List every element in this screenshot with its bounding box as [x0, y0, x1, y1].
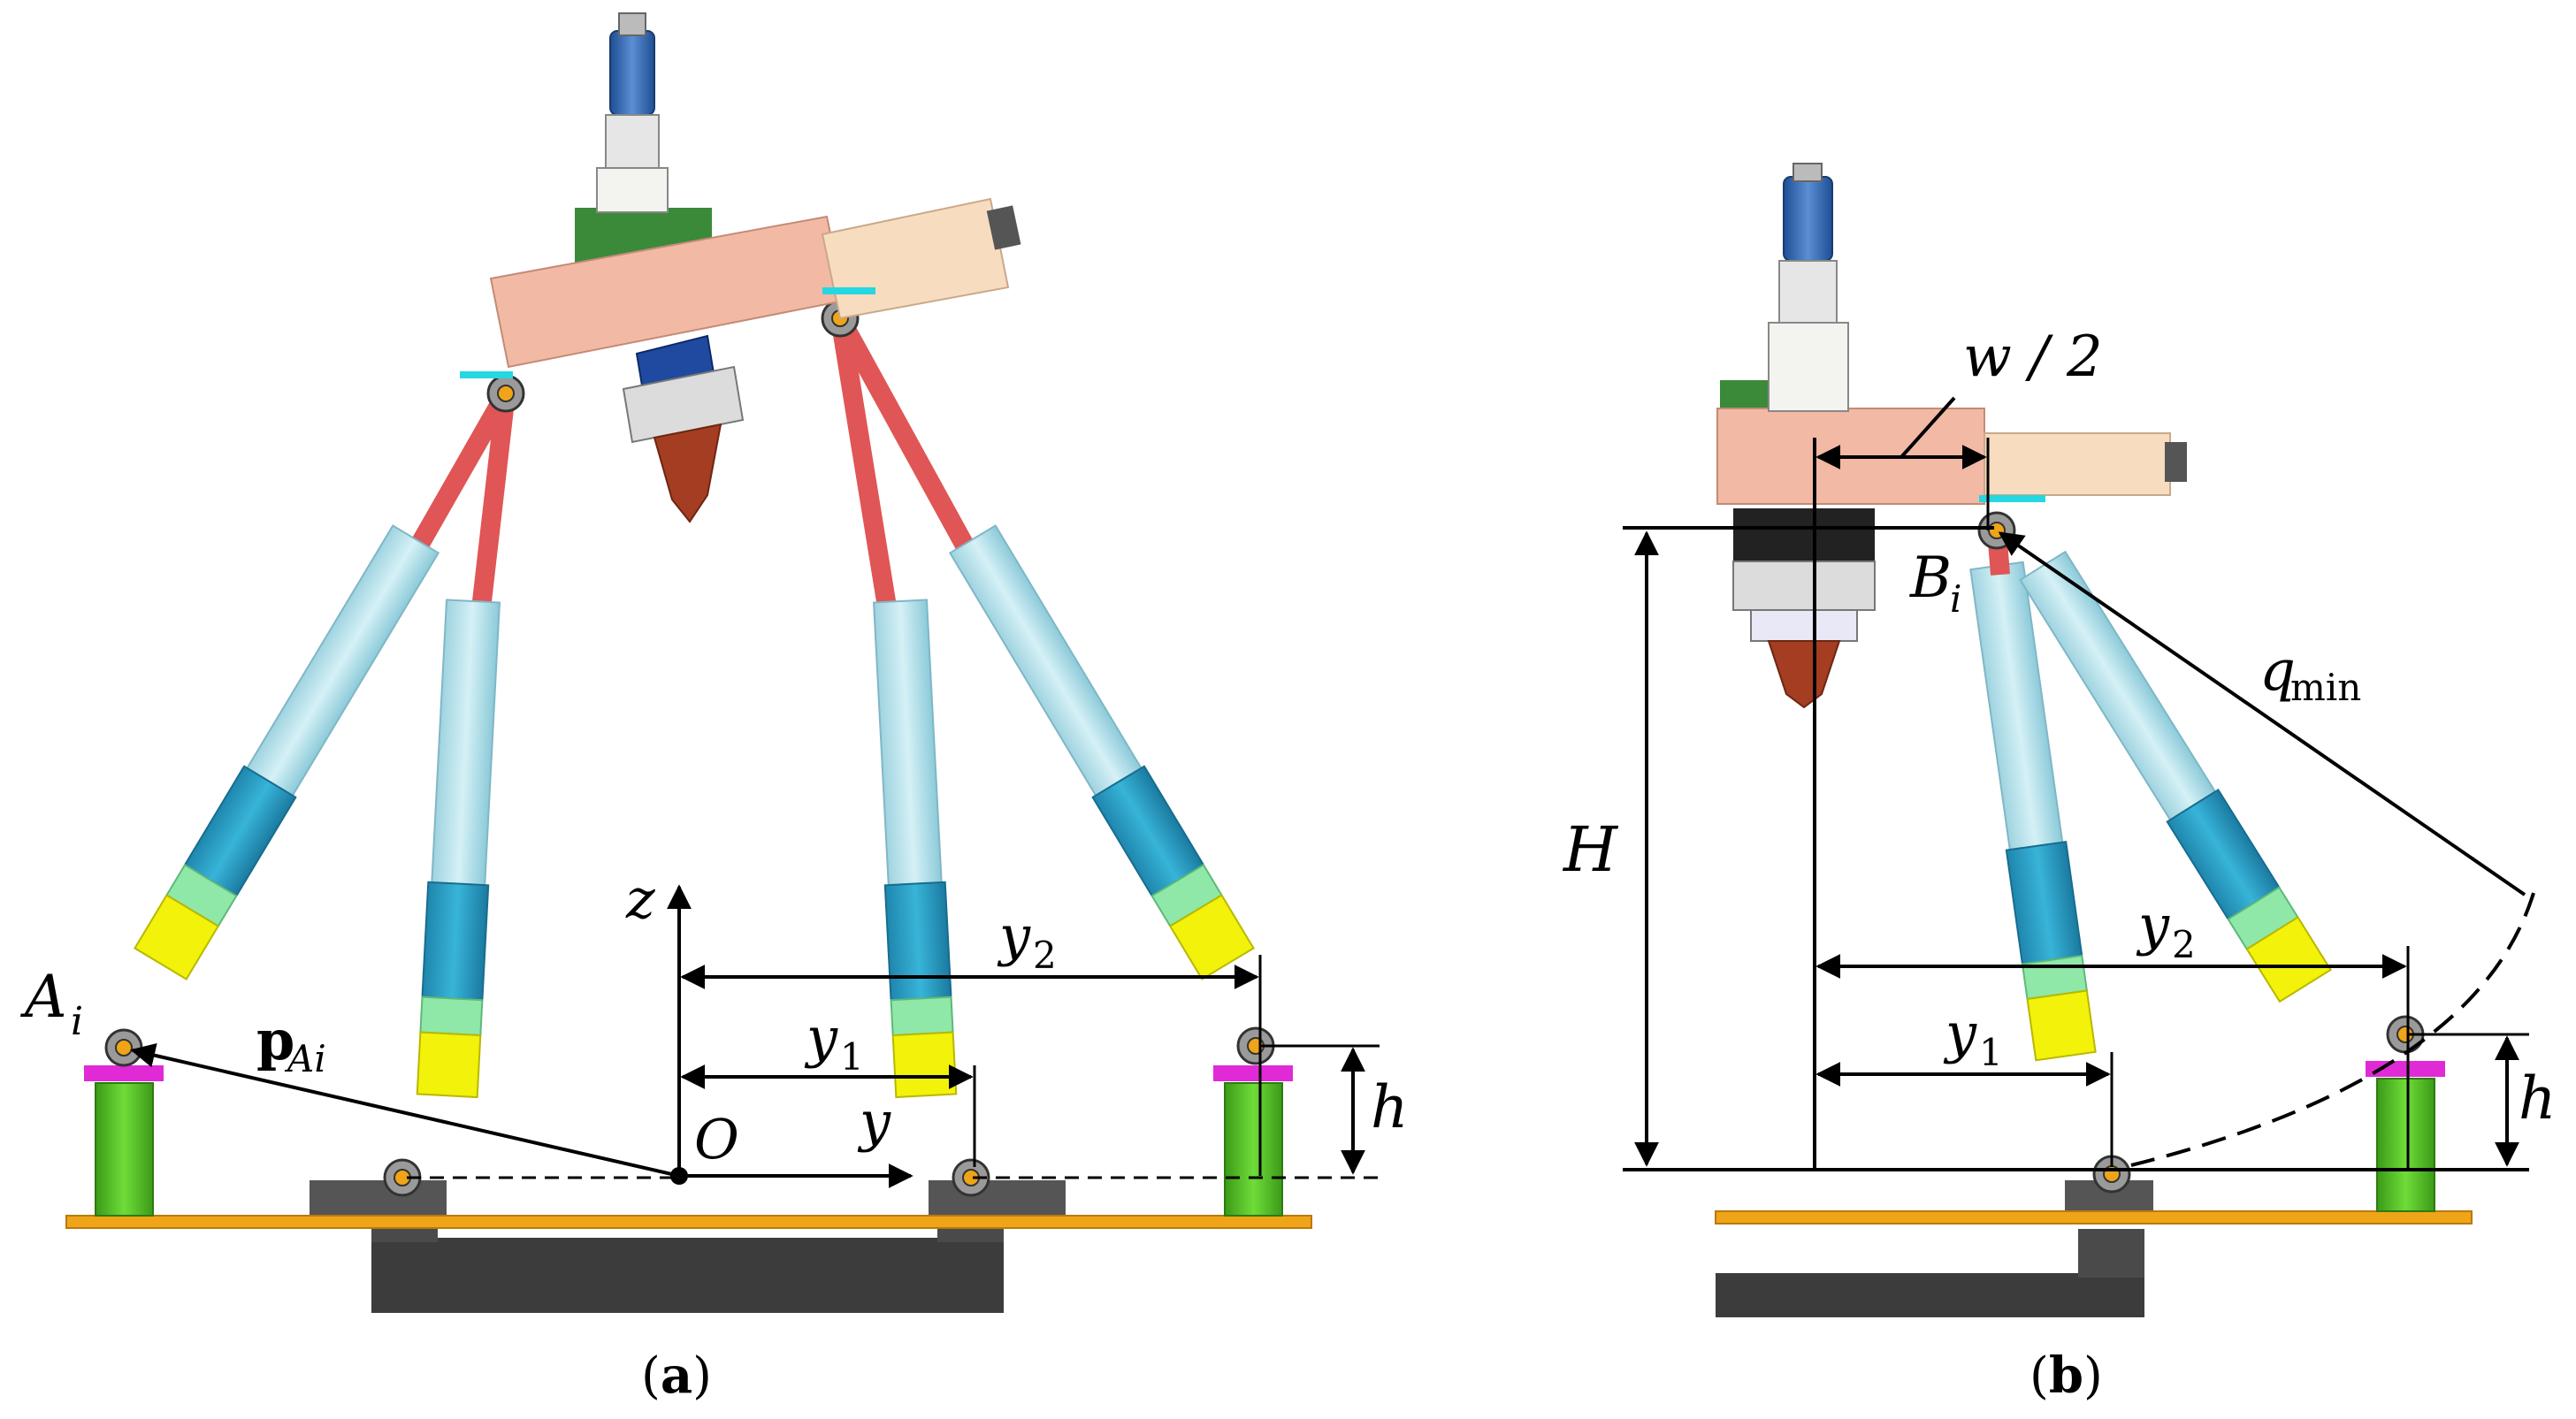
caption-a: (a) [641, 1347, 712, 1405]
svg-text:h: h [2519, 1064, 2557, 1133]
origin-label: O [694, 1107, 739, 1171]
svg-text:1: 1 [1979, 1031, 2003, 1074]
green-post-right-a [1213, 1065, 1293, 1217]
joint-bi-label: B [1909, 545, 1952, 611]
svg-text:y: y [804, 1005, 838, 1070]
svg-text:i: i [1950, 577, 1961, 621]
svg-text:1: 1 [840, 1035, 864, 1079]
svg-text:Ai: Ai [284, 1037, 326, 1080]
svg-text:2: 2 [1033, 934, 1057, 977]
arc-qmin [2130, 892, 2535, 1167]
joint-ai-label: A [19, 963, 67, 1031]
svg-text:y: y [1943, 1001, 1977, 1065]
caption-b: (b) [2029, 1347, 2103, 1405]
base-assembly-a [65, 1180, 1312, 1313]
panel-b: H w / 2 B i q min y 1 y 2 [1562, 163, 2557, 1405]
svg-text:min: min [2290, 666, 2361, 709]
actuators-a [134, 523, 1255, 1099]
svg-text:y: y [2136, 893, 2170, 957]
svg-text:p: p [256, 1008, 294, 1072]
annotations-a: z y O p Ai A i y 1 y 2 [19, 866, 1409, 1188]
y-axis-label: y [857, 1089, 891, 1154]
annotations-b: H w / 2 B i q min y 1 y 2 [1562, 324, 2557, 1171]
svg-text:H: H [1562, 813, 1619, 886]
joint-ai [104, 1028, 143, 1067]
svg-text:y: y [997, 904, 1031, 968]
svg-text:h: h [1371, 1073, 1409, 1141]
green-post-b [2366, 1061, 2445, 1212]
svg-text:w / 2: w / 2 [1963, 324, 2103, 390]
vector-pai [130, 1042, 680, 1178]
green-post-left-a [84, 1065, 164, 1217]
base-assembly-b [1715, 1180, 2473, 1317]
actuators-b [1966, 548, 2332, 1062]
moving-platform-b [1716, 163, 2187, 709]
panel-a: z y O p Ai A i y 1 y 2 [19, 12, 1409, 1405]
z-axis-label: z [625, 866, 655, 931]
red-links-a [410, 309, 974, 611]
moving-platform-a [460, 12, 1021, 523]
svg-text:q: q [2259, 638, 2296, 704]
svg-text:i: i [71, 999, 83, 1044]
svg-text:2: 2 [2172, 923, 2196, 966]
vector-qmin [1998, 531, 2526, 896]
